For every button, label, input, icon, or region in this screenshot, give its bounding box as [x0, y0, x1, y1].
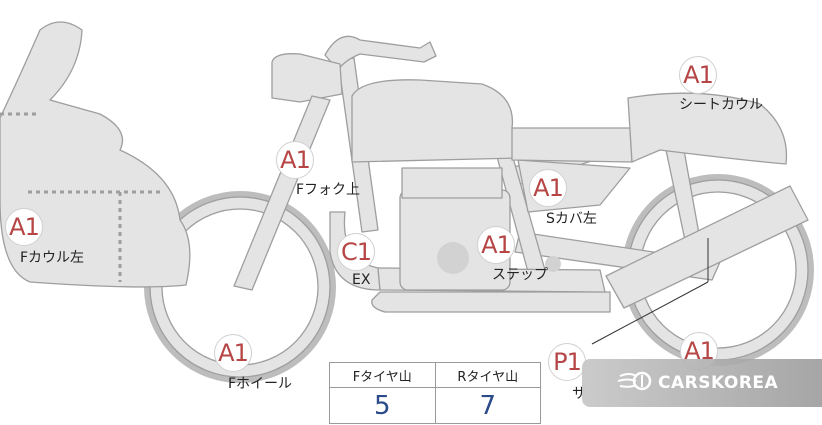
- watermark-text: CARSKOREA: [658, 373, 779, 393]
- engine-cylinder: [401, 167, 503, 199]
- muffler-pipe: [371, 291, 611, 313]
- label-scover-left: Sカバ左: [546, 211, 597, 227]
- marker-fcowl-left[interactable]: A1: [5, 208, 43, 246]
- tread-table-values: 5 7: [330, 388, 540, 423]
- muffler: [605, 185, 809, 309]
- front-fairing: [0, 21, 191, 288]
- front-tread-value: 5: [373, 390, 391, 421]
- tread-table-header: Fタイヤ山 Rタイヤ山: [330, 363, 540, 388]
- label-fwheel: Fホイール: [228, 376, 293, 392]
- label-seat-cowl: シートカウル: [679, 97, 763, 113]
- rear-tread-value: 7: [434, 388, 541, 423]
- front-tread-header: Fタイヤ山: [352, 369, 412, 385]
- marker-exhaust[interactable]: C1: [337, 233, 375, 271]
- fuel-tank: [351, 79, 519, 163]
- carskorea-watermark: CARSKOREA: [582, 359, 822, 407]
- marker-side-p1[interactable]: P1: [548, 343, 586, 381]
- seat: [511, 127, 633, 163]
- label-ffork-upper: Fフォク上: [296, 182, 361, 198]
- marker-ffork-upper[interactable]: A1: [276, 141, 314, 179]
- handlebar: [324, 35, 437, 71]
- label-fcowl-left: Fカウル左: [20, 250, 85, 266]
- marker-step[interactable]: A1: [477, 226, 515, 264]
- label-step: ステップ: [492, 267, 548, 283]
- tread-depth-table: Fタイヤ山 Rタイヤ山 5 7: [329, 362, 541, 424]
- label-exhaust: EX: [352, 272, 371, 288]
- marker-fwheel[interactable]: A1: [214, 334, 252, 372]
- carskorea-logo-icon: [617, 368, 652, 398]
- marker-seat-cowl[interactable]: A1: [679, 56, 717, 94]
- rear-tread-header: Rタイヤ山: [434, 363, 541, 387]
- marker-scover-left[interactable]: A1: [529, 169, 567, 207]
